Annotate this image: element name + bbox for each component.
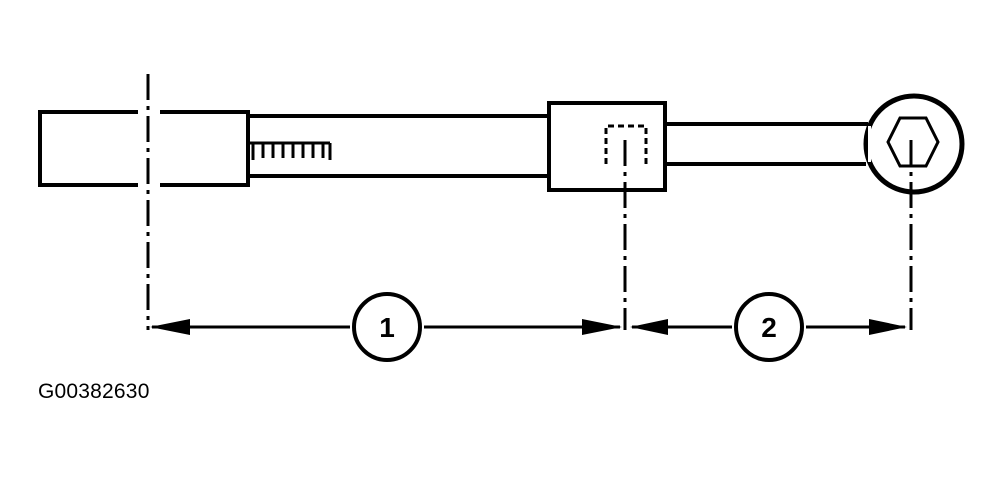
hex-opening — [886, 116, 940, 168]
callout-1-label: 1 — [379, 312, 395, 343]
drive-head-block — [547, 101, 667, 192]
wrench-shaft — [246, 114, 552, 178]
callout-1-circle — [352, 292, 422, 362]
callout-2-label: 2 — [761, 312, 777, 343]
centerlines — [146, 74, 913, 330]
extension-arm — [665, 122, 868, 166]
dimension-1 — [150, 319, 622, 335]
figure-id: G00382630 — [38, 380, 150, 403]
dimension-2 — [630, 319, 907, 335]
torque-scale — [250, 141, 332, 160]
ring-arm-mask — [868, 126, 871, 162]
box-end-ring — [863, 93, 965, 195]
callout-2-circle — [734, 292, 804, 362]
